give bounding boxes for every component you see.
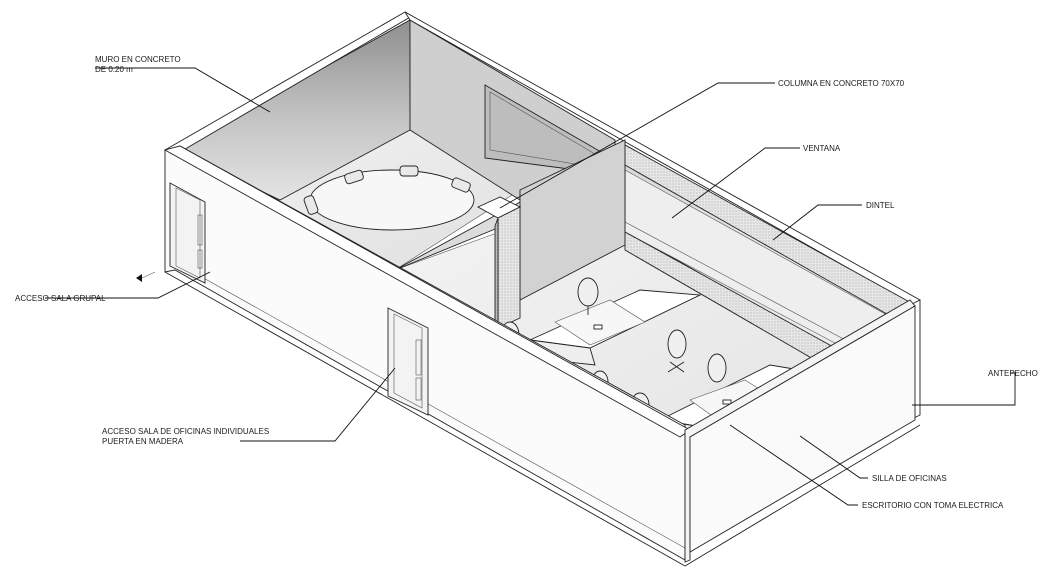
office-chair [707, 353, 727, 383]
label-acceso-grupal: ACCESO SALA GRUPAL [15, 294, 106, 303]
column-side [494, 217, 499, 331]
column-front [497, 206, 521, 329]
group-chair [303, 195, 319, 215]
desk-outlet [722, 399, 732, 405]
label-antepecho: ANTEPECHO [988, 369, 1038, 378]
group-chair [344, 169, 364, 185]
group-chair [451, 177, 471, 193]
round-table [309, 169, 475, 231]
label-ventana: VENTANA [803, 144, 841, 153]
group-chair [399, 165, 419, 177]
label-muro-line2: DE 0.20 m [95, 65, 133, 74]
label-escritorio: ESCRITORIO CON TOMA ELECTRICA [862, 501, 1004, 510]
desk-cluster-1 [528, 289, 702, 366]
desk-outlet [593, 324, 603, 330]
group-chairs [303, 165, 471, 215]
office-chair [667, 329, 687, 373]
office-chair [577, 277, 599, 315]
label-columna: COLUMNA EN CONCRETO 70X70 [778, 79, 905, 88]
label-silla: SILLA DE OFICINAS [872, 474, 947, 483]
label-acceso-oficinas-line2: PUERTA EN MADERA [102, 437, 184, 446]
desk-top [554, 299, 646, 346]
north-arrow-icon [136, 271, 156, 282]
label-acceso-oficinas-line1: ACCESO SALA DE OFICINAS INDIVIDUALES [102, 427, 269, 436]
door-office-room [387, 307, 429, 416]
door-group-room [169, 182, 206, 284]
label-muro-line1: MURO EN CONCRETO [95, 55, 181, 64]
front-right-wall-inner [689, 305, 916, 553]
label-dintel: DINTEL [866, 201, 895, 210]
leader-lines [45, 67, 1016, 506]
